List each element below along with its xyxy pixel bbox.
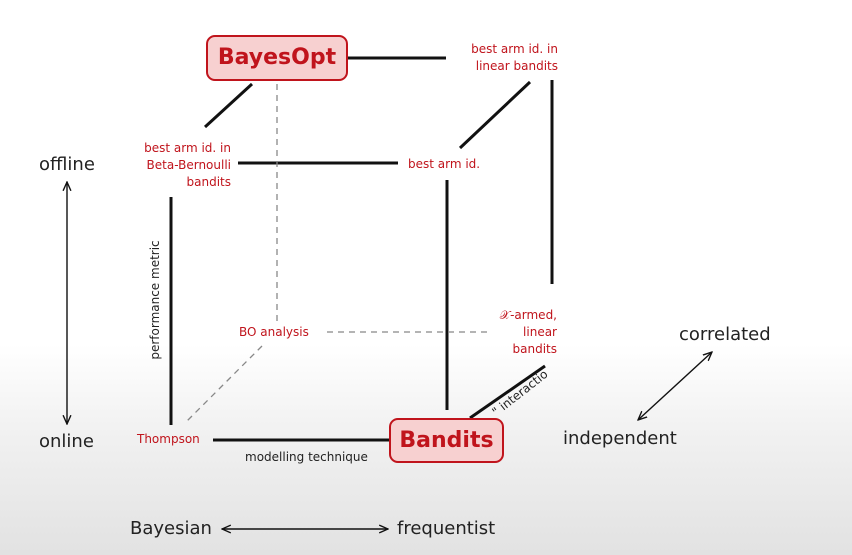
best-arm-node: best arm id.	[408, 157, 481, 171]
bayesopt-node: BayesOpt	[206, 35, 348, 81]
independent-label: independent	[563, 428, 677, 449]
bo-analysis-node: BO analysis	[239, 325, 309, 339]
bandits-node: Bandits	[389, 418, 504, 463]
online-label: online	[39, 431, 94, 452]
edge-boanalysis-thompson	[186, 345, 263, 422]
node-text: linear bandits	[475, 59, 558, 73]
correlated-label: correlated	[679, 324, 771, 345]
modelling-technique-label: modelling technique	[245, 450, 368, 464]
offline-label: offline	[39, 154, 95, 175]
frequentist-label: frequentist	[397, 518, 496, 539]
edge-linear-bestarm	[458, 80, 532, 150]
bayesian-label: Bayesian	[130, 518, 212, 539]
performance-metric-label: performance metric	[148, 240, 162, 360]
best-arm-beta-node: best arm id. in Beta-Bernoulli bandits	[120, 140, 231, 191]
x-armed-node: 𝒳-armed, linear bandits	[470, 307, 557, 358]
node-text: linear	[523, 325, 557, 339]
thompson-node: Thompson	[137, 432, 200, 446]
node-text: bandits	[512, 342, 557, 356]
best-arm-linear-node: best arm id. in linear bandits	[446, 41, 558, 75]
node-text: 𝒳-armed,	[499, 308, 557, 322]
edge-bayesopt-beta	[203, 82, 254, 129]
edge-xarmed-bandits	[469, 364, 546, 420]
node-text: best arm id. in	[144, 141, 231, 155]
node-text: Beta-Bernoulli	[146, 158, 231, 172]
node-text: best arm id. in	[471, 42, 558, 56]
correlated-independent-arrow	[638, 352, 712, 420]
node-text: bandits	[186, 175, 231, 189]
